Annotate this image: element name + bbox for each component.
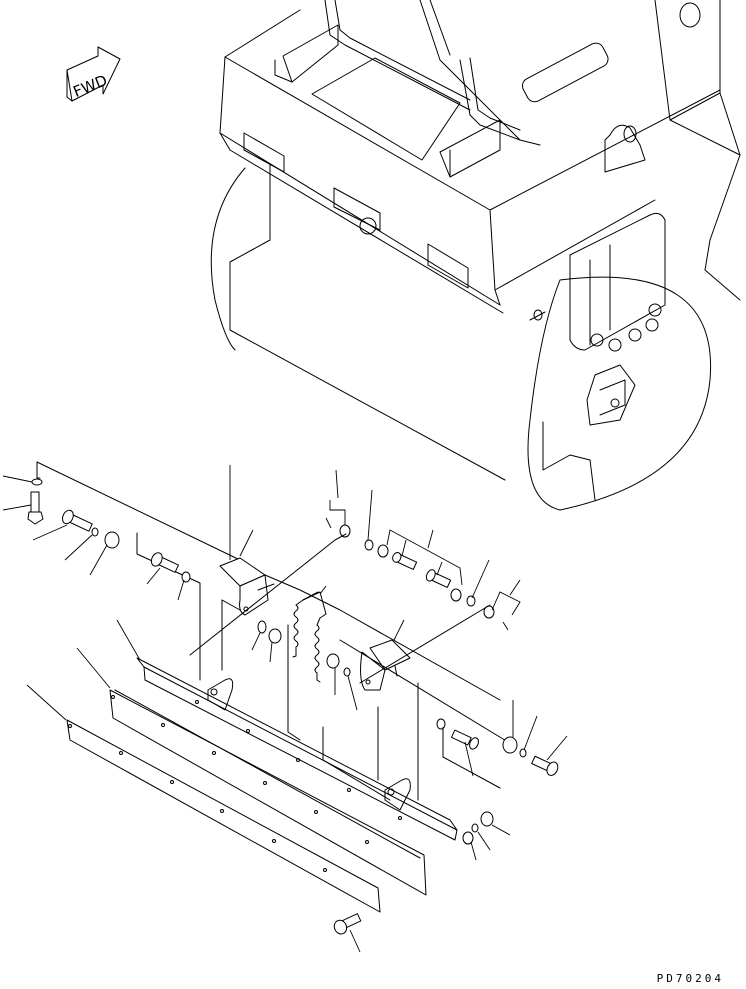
mounting-holes [69, 696, 402, 872]
spring-right [303, 592, 326, 682]
blade-hinge-right [385, 779, 410, 810]
scraper-blade-middle [110, 690, 426, 895]
spring-left [293, 592, 318, 657]
leader-lines [3, 465, 567, 952]
fasteners-right [327, 640, 560, 936]
blade-hinge-left [208, 679, 233, 710]
drawing-code: PD70204 [656, 972, 724, 985]
forward-arrow-icon: FWD [67, 47, 120, 101]
backing-panel [37, 462, 500, 800]
pin-chain [190, 525, 494, 683]
machine-body [220, 0, 740, 313]
bracket-right [361, 640, 410, 690]
bracket-left [220, 558, 274, 615]
scraper-blade-lower [67, 696, 402, 913]
fwd-label: FWD [71, 71, 110, 101]
roller-drum [211, 165, 710, 510]
fasteners-left [28, 479, 281, 643]
